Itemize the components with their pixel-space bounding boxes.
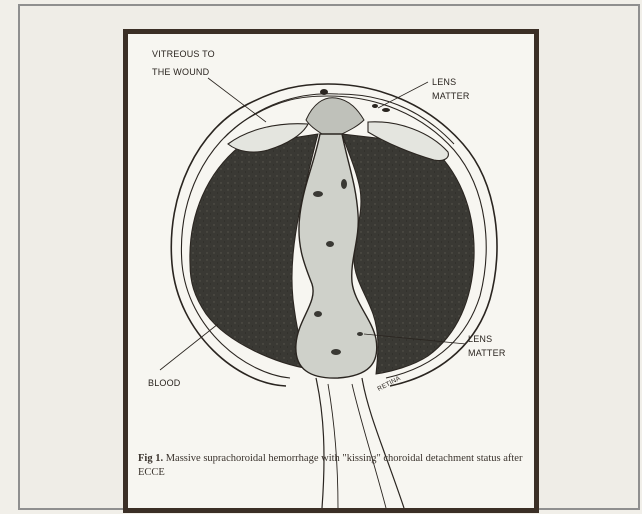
label-lens-matter-bottom: LENS MATTER bbox=[468, 332, 506, 360]
figure-caption: Fig 1. Massive suprachoroidal hemorrhage… bbox=[138, 452, 530, 480]
optic-nerve bbox=[316, 378, 324, 508]
caption-text: Massive suprachoroidal hemorrhage with "… bbox=[138, 453, 522, 478]
lens-fragment bbox=[341, 179, 347, 189]
leader-lens-top bbox=[378, 82, 428, 108]
label-vitreous-line2: THE WOUND bbox=[152, 65, 215, 79]
label-lens-bottom-line2: MATTER bbox=[468, 346, 506, 360]
label-vitreous: VITREOUS TO THE WOUND bbox=[152, 47, 215, 79]
lens-fragment bbox=[313, 191, 323, 197]
wound-opening bbox=[320, 89, 328, 95]
caption-number: Fig 1. bbox=[138, 453, 163, 464]
lens-fragment bbox=[331, 349, 341, 355]
optic-nerve bbox=[328, 384, 338, 508]
wound-vitreous bbox=[306, 98, 364, 134]
lens-fragment bbox=[382, 108, 390, 112]
label-blood: BLOOD bbox=[148, 376, 181, 390]
lens-fragment bbox=[326, 241, 334, 247]
label-lens-bottom-line1: LENS bbox=[468, 332, 506, 346]
label-lens-top-line1: LENS bbox=[432, 75, 470, 89]
label-lens-matter-top: LENS MATTER bbox=[432, 75, 470, 103]
optic-nerve bbox=[362, 378, 404, 508]
label-lens-top-line2: MATTER bbox=[432, 89, 470, 103]
label-vitreous-line1: VITREOUS TO bbox=[152, 47, 215, 61]
lens-fragment bbox=[357, 332, 363, 336]
lens-fragment bbox=[372, 104, 378, 108]
optic-nerve bbox=[352, 384, 386, 508]
lens-fragment bbox=[314, 311, 322, 317]
figure-frame: VITREOUS TO THE WOUND LENS MATTER LENS M… bbox=[123, 29, 539, 513]
eye-cross-section-illustration bbox=[128, 34, 534, 508]
